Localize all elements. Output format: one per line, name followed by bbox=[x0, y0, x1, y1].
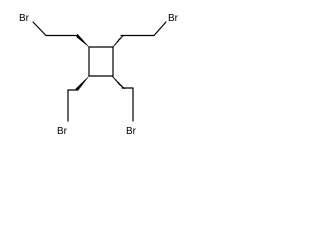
substituent-top-right: Br bbox=[112, 13, 179, 48]
substituent-bottom-left: Br bbox=[57, 75, 90, 137]
chain-bond-top-left-2 bbox=[32, 21, 47, 37]
wedge-bond-bottom-left bbox=[75, 75, 90, 91]
cyclobutane-ring bbox=[88, 46, 114, 77]
atom-br-top-left: Br bbox=[19, 13, 30, 24]
hashed-bond-top-right bbox=[112, 34, 124, 48]
atom-br-bottom-right: Br bbox=[126, 126, 137, 137]
structure-diagram: Br Br Br Br bbox=[19, 13, 179, 137]
wedge-bond-top-left bbox=[76, 33, 90, 48]
hashed-bond-bottom-right bbox=[112, 76, 126, 90]
chain-bond-top-right-2 bbox=[153, 21, 167, 37]
atom-br-bottom-left: Br bbox=[57, 126, 68, 137]
substituent-bottom-right: Br bbox=[112, 76, 137, 137]
atom-br-top-right: Br bbox=[168, 13, 179, 24]
substituent-top-left: Br bbox=[19, 13, 90, 48]
